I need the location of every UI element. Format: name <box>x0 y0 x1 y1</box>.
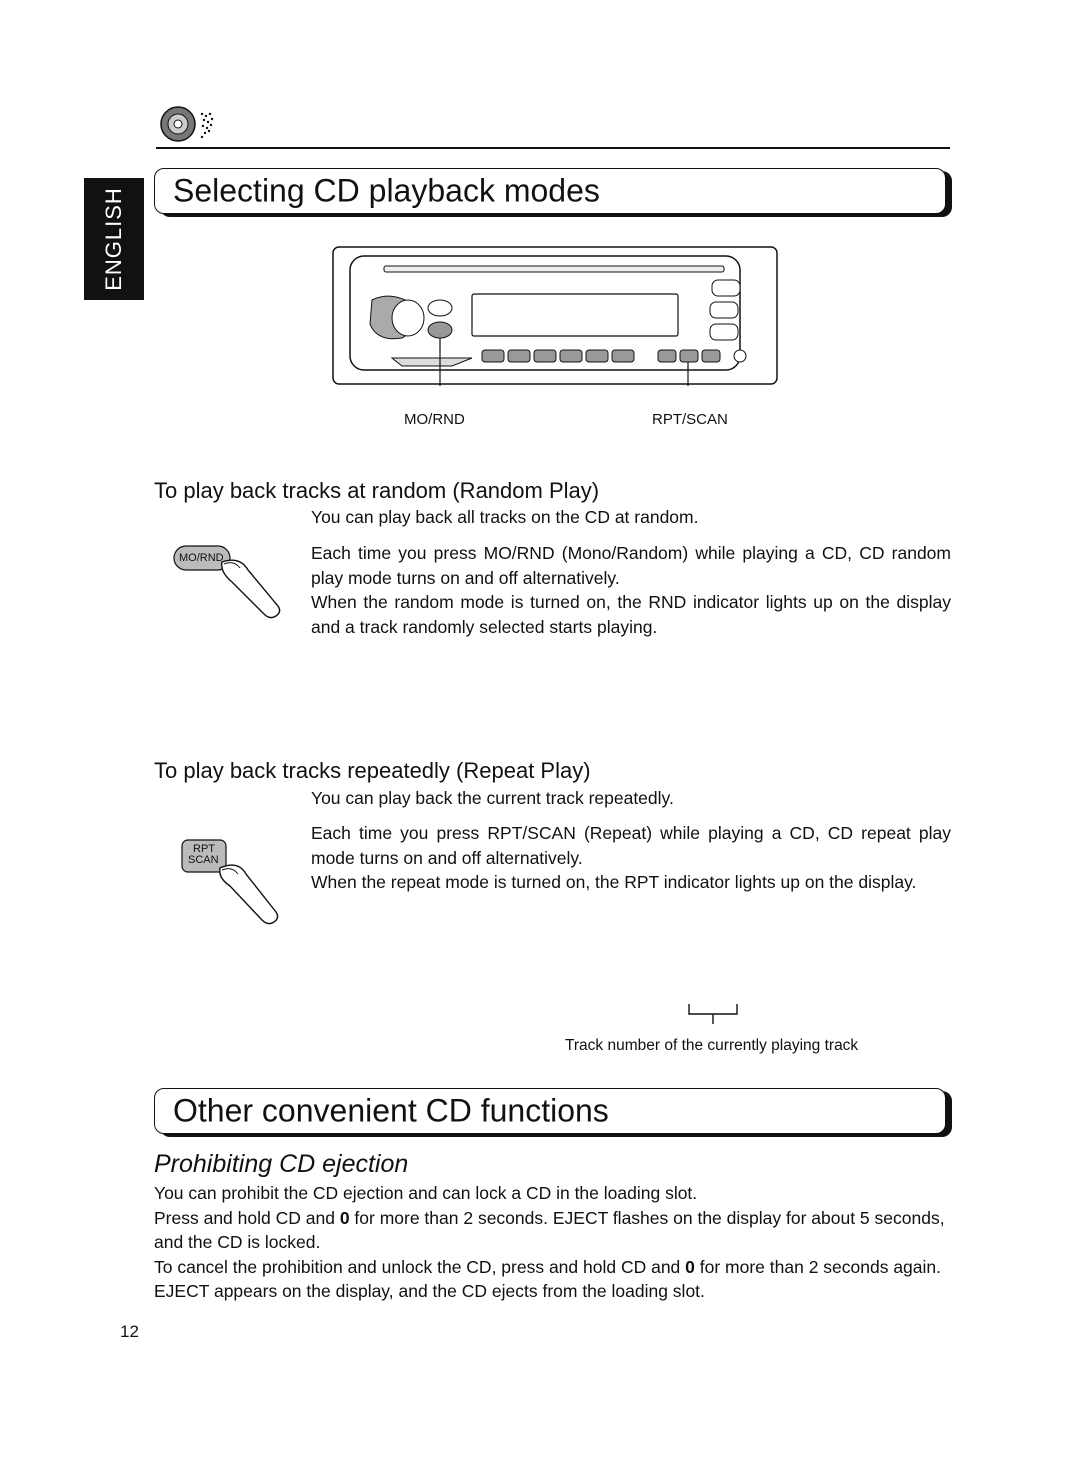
random-play-heading: To play back tracks at random (Random Pl… <box>154 478 600 503</box>
random-play-paragraph-1: Each time you press MO/RND (Mono/Random)… <box>311 543 951 588</box>
section-header-playback-modes: Selecting CD playback modes <box>154 168 946 214</box>
rpt-button-label: RPT <box>193 843 215 855</box>
ejection-paragraph-1: You can prohibit the CD ejection and can… <box>154 1183 698 1203</box>
random-play-paragraph-2: When the random mode is turned on, the R… <box>311 592 951 637</box>
random-play-intro: You can play back all tracks on the CD a… <box>311 507 699 527</box>
rpt-scan-callout-label: RPT/SCAN <box>652 411 728 428</box>
repeat-play-paragraph-2: When the repeat mode is turned on, the R… <box>311 872 917 892</box>
cd-icon <box>160 106 214 142</box>
repeat-play-heading: To play back tracks repeatedly (Repeat P… <box>154 758 591 783</box>
car-stereo-illustration <box>332 246 778 386</box>
language-tab: ENGLISH <box>84 178 144 300</box>
section-title: Selecting CD playback modes <box>173 172 600 209</box>
page-number: 12 <box>120 1322 139 1341</box>
rpt-scan-finger-illustration: RPT SCAN <box>180 836 290 928</box>
prohibiting-ejection-heading: Prohibiting CD ejection <box>154 1150 409 1178</box>
ejection-paragraph-3: To cancel the prohibition and unlock the… <box>154 1256 942 1302</box>
section-header-other-functions: Other convenient CD functions <box>154 1088 946 1134</box>
track-number-bracket <box>688 1004 738 1024</box>
track-number-caption: Track number of the currently playing tr… <box>565 1037 859 1054</box>
mo-rnd-finger-illustration: MO/RND <box>170 542 290 622</box>
scan-button-label: SCAN <box>188 854 219 866</box>
repeat-play-intro: You can play back the current track repe… <box>311 788 674 808</box>
pressing-finger-icon <box>181 839 279 925</box>
section-title: Other convenient CD functions <box>173 1092 609 1129</box>
mo-rnd-callout-label: MO/RND <box>404 411 465 428</box>
language-tab-label: ENGLISH <box>101 187 126 291</box>
repeat-play-paragraph-1: Each time you press RPT/SCAN (Repeat) wh… <box>311 823 951 868</box>
top-rule <box>156 147 950 149</box>
ejection-paragraph-2: Press and hold CD and 0 for more than 2 … <box>154 1207 945 1253</box>
mo-rnd-button-label: MO/RND <box>179 552 224 564</box>
pressing-finger-icon <box>173 545 281 619</box>
